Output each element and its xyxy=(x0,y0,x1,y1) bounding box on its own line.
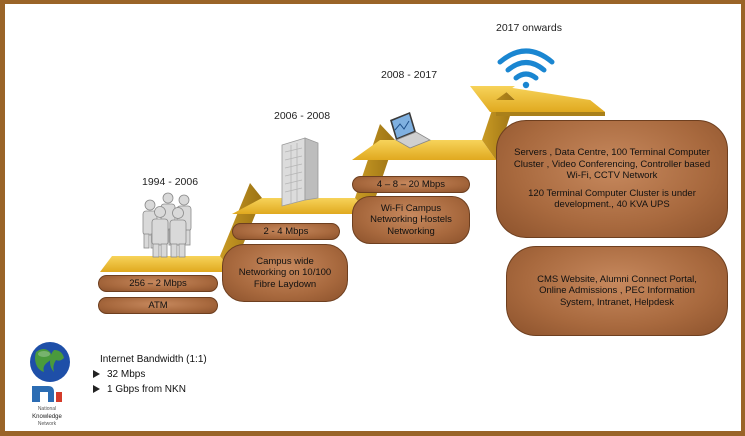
speed-box-1994: 256 – 2 Mbps xyxy=(98,275,218,292)
bullet-arrow-icon xyxy=(93,385,100,394)
globe-icon xyxy=(30,342,70,382)
nkn-logo: National Knowledge Network xyxy=(32,386,63,427)
servers-text-2: 120 Terminal Computer Cluster is under d… xyxy=(528,187,696,211)
step-1-top xyxy=(100,256,232,272)
bullet-arrow-icon xyxy=(93,370,100,379)
wifi-icon xyxy=(497,48,555,89)
bandwidth-item: 1 Gbps from NKN xyxy=(93,384,186,395)
people-icon xyxy=(142,192,192,258)
speed-box-2006: 2 - 4 Mbps xyxy=(232,223,340,240)
step-3-top xyxy=(352,140,496,160)
wifi-campus-box: Wi-Fi Campus Networking Hostels Networki… xyxy=(352,196,470,244)
period-label-2006: 2006 - 2008 xyxy=(274,110,331,122)
svg-text:National: National xyxy=(38,406,56,412)
period-label-2017: 2017 onwards xyxy=(496,22,562,34)
period-label-1994: 1994 - 2006 xyxy=(142,176,199,188)
bandwidth-item: 32 Mbps xyxy=(93,369,145,380)
servers-datacentre-box: Servers , Data Centre, 100 Terminal Comp… xyxy=(496,120,728,238)
cms-website-box: CMS Website, Alumni Connect Portal, Onli… xyxy=(506,246,728,336)
bandwidth-value-1: 32 Mbps xyxy=(107,369,146,380)
laptop-icon xyxy=(390,112,431,149)
bandwidth-value-2: 1 Gbps from NKN xyxy=(107,384,186,395)
servers-text-1: Servers , Data Centre, 100 Terminal Comp… xyxy=(513,147,711,182)
step-2-top xyxy=(232,198,370,214)
svg-text:Network: Network xyxy=(38,421,57,427)
period-label-2008: 2008 - 2017 xyxy=(381,69,438,81)
speed-box-2008: 4 – 8 – 20 Mbps xyxy=(352,176,470,193)
step-4-front xyxy=(496,112,605,116)
atm-box: ATM xyxy=(98,297,218,314)
campus-networking-box: Campus wide Networking on 10/100 Fibre L… xyxy=(222,244,348,302)
svg-text:Knowledge: Knowledge xyxy=(32,414,62,420)
bandwidth-title: Internet Bandwidth (1:1) xyxy=(100,354,207,365)
step-4-top-main xyxy=(496,86,605,112)
staircase xyxy=(100,86,605,272)
building-icon xyxy=(281,137,319,207)
